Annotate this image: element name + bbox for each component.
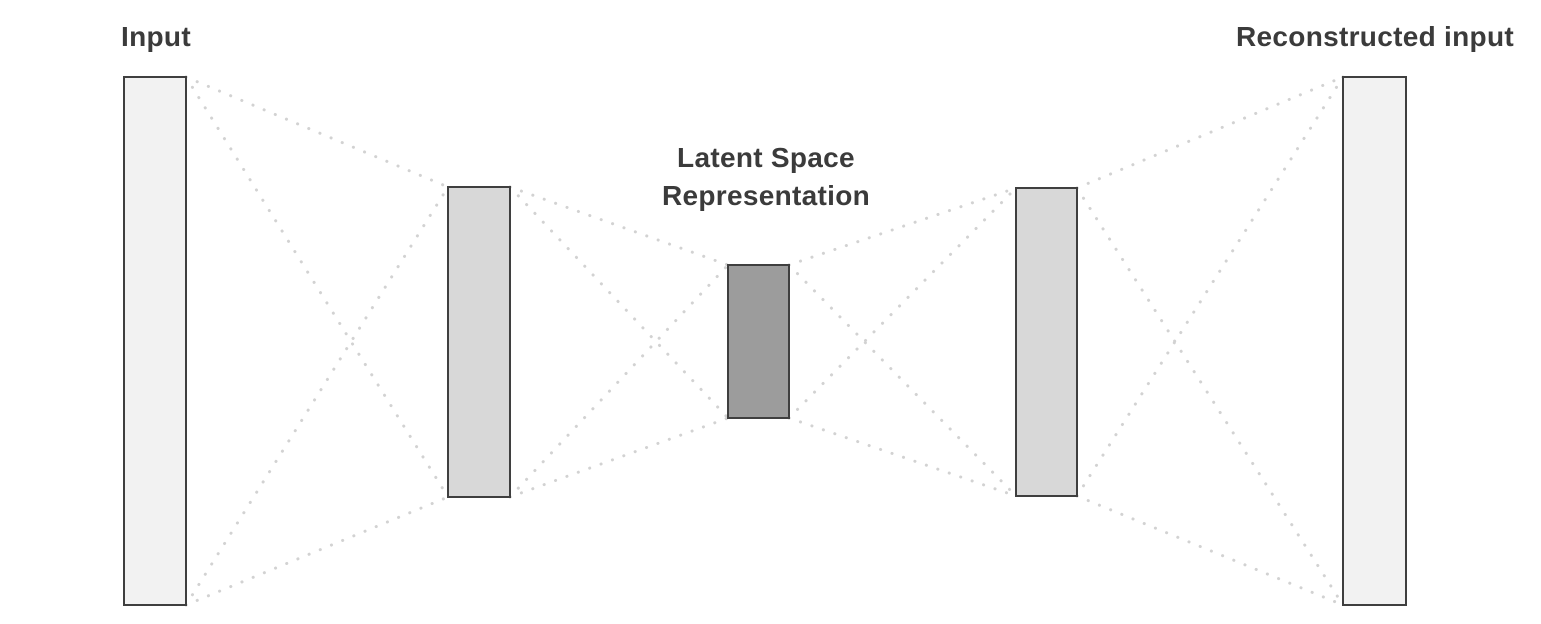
input-label: Input <box>121 21 191 52</box>
connection-line <box>508 263 730 499</box>
connection-line <box>787 186 1018 267</box>
connection-line <box>787 186 1018 420</box>
decoder-hidden-layer <box>1015 187 1078 497</box>
connection-line <box>1075 75 1345 190</box>
latent-space-label-line2: Representation <box>661 180 871 211</box>
connection-line <box>1075 186 1345 607</box>
encoder-hidden-layer <box>447 186 511 498</box>
connection-line <box>508 416 730 499</box>
connection-line <box>184 495 450 607</box>
latent-layer <box>727 264 790 419</box>
latent-space-label-line1: Latent Space <box>677 142 855 173</box>
connection-line <box>787 416 1018 498</box>
connection-line <box>184 75 450 499</box>
connection-line <box>508 185 730 267</box>
connection-line <box>787 263 1018 498</box>
output-layer <box>1342 76 1407 606</box>
reconstructed-input-label: Reconstructed input <box>1236 21 1514 52</box>
connection-line <box>508 185 730 420</box>
connection-line <box>184 75 450 189</box>
latent-space-label: Latent Space Representation <box>606 139 926 215</box>
input-layer <box>123 76 187 606</box>
connection-line <box>1075 494 1345 607</box>
connection-line <box>184 185 450 607</box>
connection-line <box>1075 75 1345 498</box>
